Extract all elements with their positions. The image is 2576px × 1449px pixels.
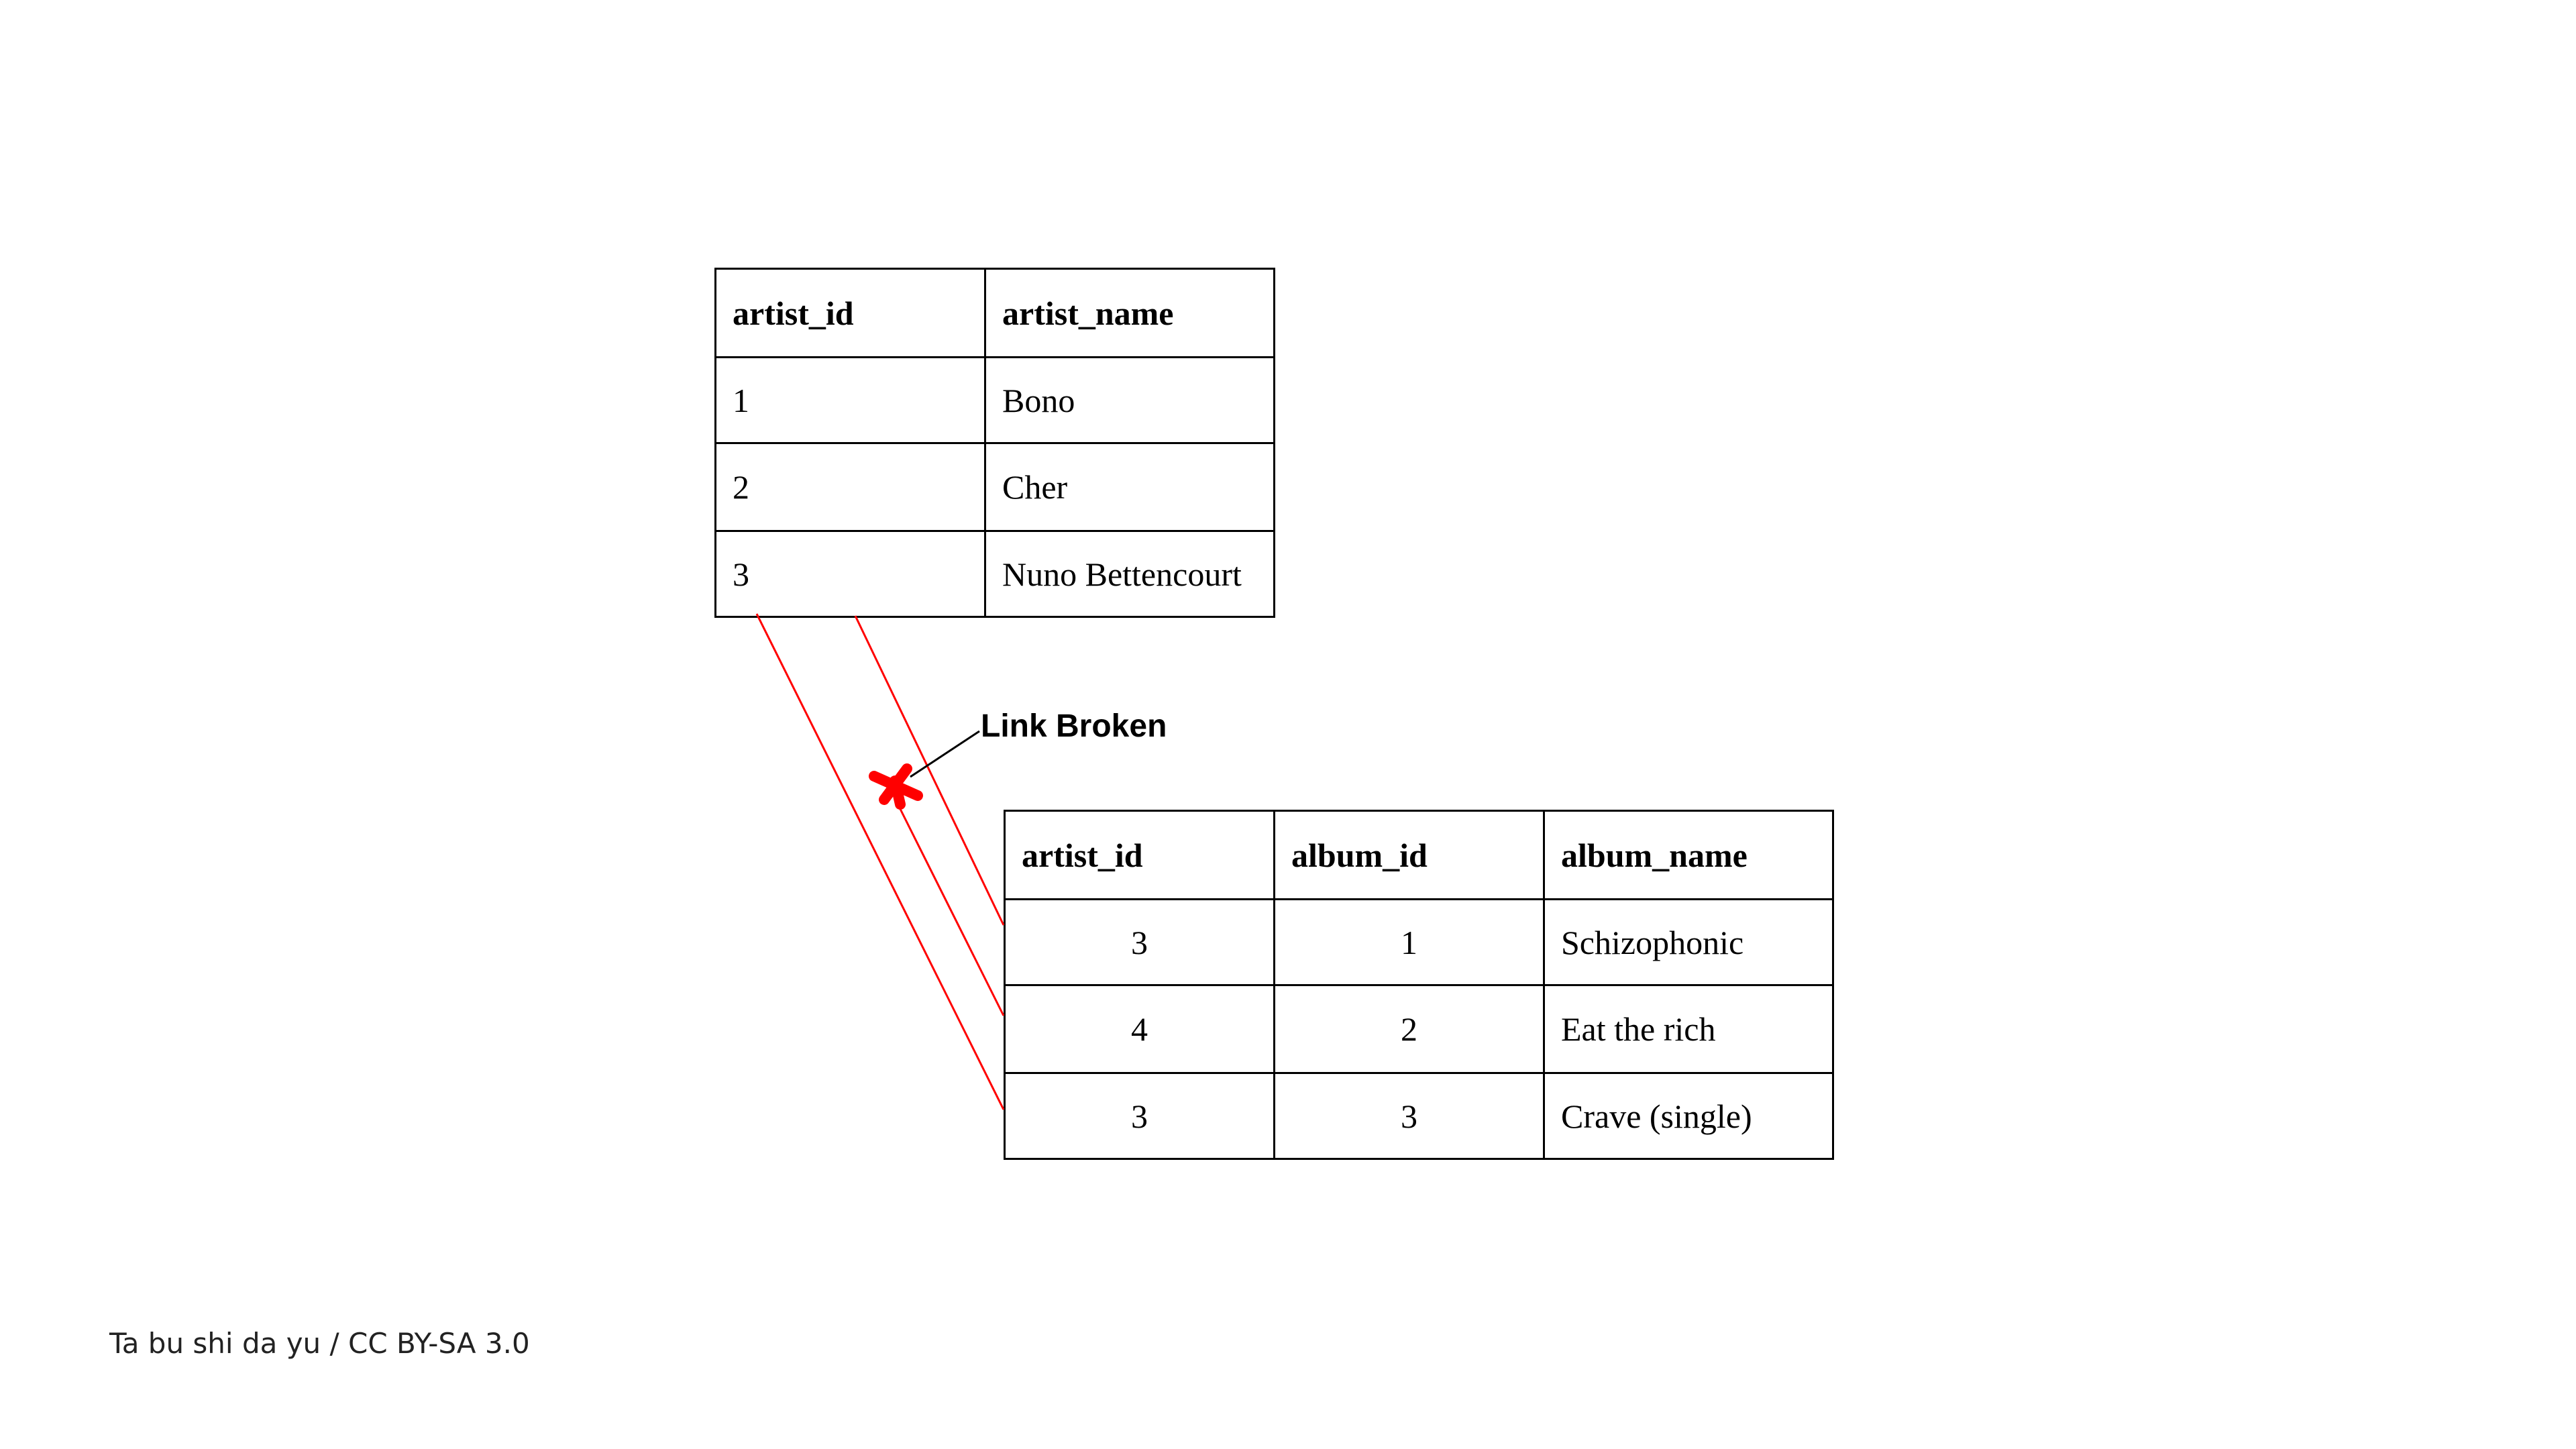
table-row: 3 3 Crave (single) [1004,1072,1834,1160]
attribution-credit: Ta bu shi da yu / CC BY-SA 3.0 [109,1327,530,1360]
cell-album-id: 2 [1273,984,1545,1074]
link-line [854,615,1005,926]
column-header-album-id: album_id [1273,810,1545,900]
cell-artist-name: Nuno Bettencourt [984,530,1275,618]
annotation-leader-line [910,730,980,778]
link-line [755,613,1005,1110]
cell-album-name: Schizophonic [1543,898,1834,986]
table-header-row: artist_id album_id album_name [1004,810,1834,900]
link-broken-label: Link Broken [981,708,1167,744]
cell-album-name: Eat the rich [1543,984,1834,1074]
column-header-artist-id: artist_id [1004,810,1275,900]
table-row: 1 Bono [714,356,1275,444]
table-row: 3 Nuno Bettencourt [714,530,1275,618]
column-header-artist-id: artist_id [714,268,986,358]
foreign-key-link-lines [755,613,1005,1110]
artist-table: artist_id artist_name 1 Bono 2 Cher 3 Nu… [714,268,1275,618]
cell-artist-id: 1 [714,356,986,444]
cell-artist-id: 3 [714,530,986,618]
cell-artist-id: 4 [1004,984,1275,1074]
cell-album-id: 3 [1273,1072,1545,1160]
table-row: 4 2 Eat the rich [1004,984,1834,1074]
cell-album-name: Crave (single) [1543,1072,1834,1160]
table-header-row: artist_id artist_name [714,268,1275,358]
link-line [894,798,1005,1016]
cell-artist-id: 2 [714,442,986,532]
column-header-artist-name: artist_name [984,268,1275,358]
broken-link-cross-icon [869,763,923,810]
table-row: 2 Cher [714,442,1275,532]
column-header-album-name: album_name [1543,810,1834,900]
cell-artist-id: 3 [1004,1072,1275,1160]
album-table: artist_id album_id album_name 3 1 Schizo… [1004,810,1834,1160]
cell-artist-name: Bono [984,356,1275,444]
table-row: 3 1 Schizophonic [1004,898,1834,986]
cell-artist-id: 3 [1004,898,1275,986]
cell-artist-name: Cher [984,442,1275,532]
cell-album-id: 1 [1273,898,1545,986]
